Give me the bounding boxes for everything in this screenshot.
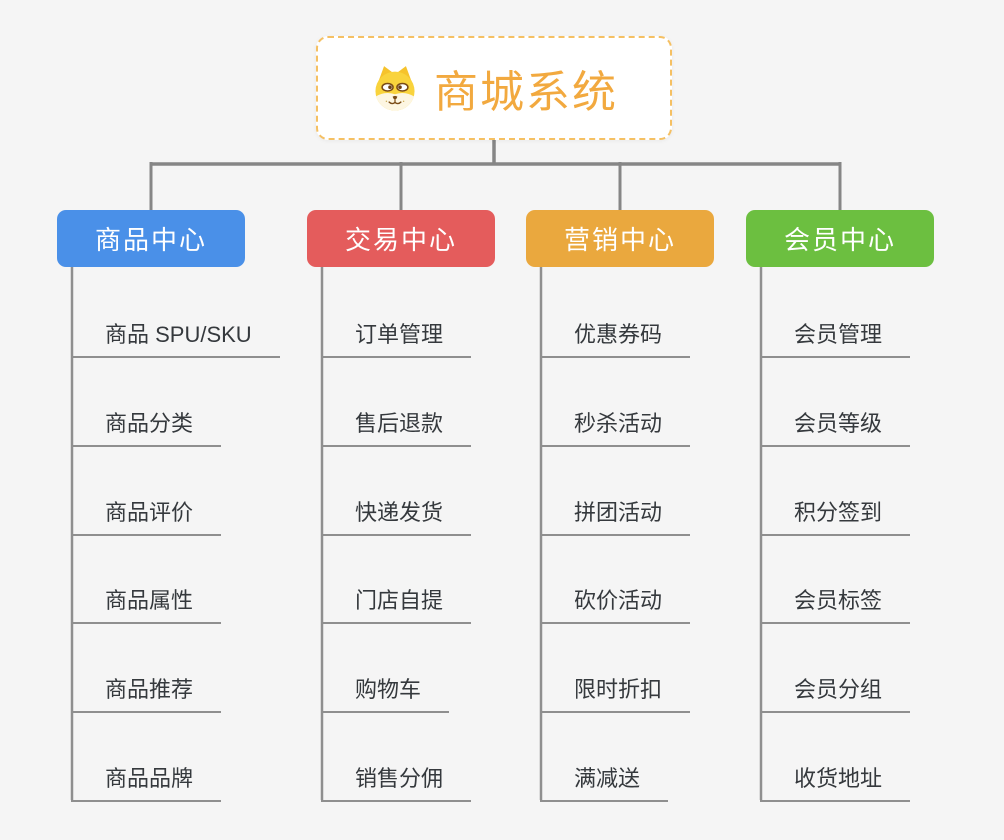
- branch-node-label: 会员中心: [783, 225, 896, 255]
- child-node-coupon-code[interactable]: 优惠券码: [540, 310, 691, 358]
- child-node-limited-time-discount[interactable]: 限时折扣: [540, 665, 691, 713]
- child-node-group-buy[interactable]: 拼团活动: [540, 488, 691, 536]
- branch-node-label: 营销中心: [563, 225, 676, 255]
- doge-face-icon: [370, 63, 420, 113]
- child-node-product-category[interactable]: 商品分类: [71, 399, 222, 447]
- branch-node-member-center[interactable]: 会员中心: [746, 210, 934, 267]
- child-node-express-delivery[interactable]: 快递发货: [321, 488, 472, 536]
- child-node-sales-commission[interactable]: 销售分佣: [321, 754, 472, 802]
- child-node-product-spu-sku[interactable]: 商品 SPU/SKU: [71, 310, 280, 358]
- child-node-product-review[interactable]: 商品评价: [71, 488, 222, 536]
- child-node-full-reduction[interactable]: 满减送: [540, 754, 669, 802]
- child-node-flash-sale[interactable]: 秒杀活动: [540, 399, 691, 447]
- child-node-member-tags[interactable]: 会员标签: [760, 576, 911, 624]
- child-node-store-pickup[interactable]: 门店自提: [321, 576, 472, 624]
- child-node-aftersale-refund[interactable]: 售后退款: [321, 399, 472, 447]
- child-node-bargain-activity[interactable]: 砍价活动: [540, 576, 691, 624]
- branch-node-trade-center[interactable]: 交易中心: [307, 210, 495, 267]
- branch-node-label: 交易中心: [344, 225, 457, 255]
- child-node-member-level[interactable]: 会员等级: [760, 399, 911, 447]
- root-node[interactable]: 商城系统: [316, 36, 672, 140]
- branch-node-label: 商品中心: [94, 225, 207, 255]
- branch-node-product-center[interactable]: 商品中心: [57, 210, 245, 267]
- child-node-shipping-address[interactable]: 收货地址: [760, 754, 911, 802]
- child-node-order-management[interactable]: 订单管理: [321, 310, 472, 358]
- child-node-product-brand[interactable]: 商品品牌: [71, 754, 222, 802]
- child-node-product-recommend[interactable]: 商品推荐: [71, 665, 222, 713]
- child-node-points-checkin[interactable]: 积分签到: [760, 488, 911, 536]
- child-node-shopping-cart[interactable]: 购物车: [321, 665, 450, 713]
- child-node-member-groups[interactable]: 会员分组: [760, 665, 911, 713]
- child-node-product-attribute[interactable]: 商品属性: [71, 576, 222, 624]
- root-node-title: 商城系统: [434, 68, 618, 117]
- branch-node-marketing-center[interactable]: 营销中心: [526, 210, 714, 267]
- child-node-member-management[interactable]: 会员管理: [760, 310, 911, 358]
